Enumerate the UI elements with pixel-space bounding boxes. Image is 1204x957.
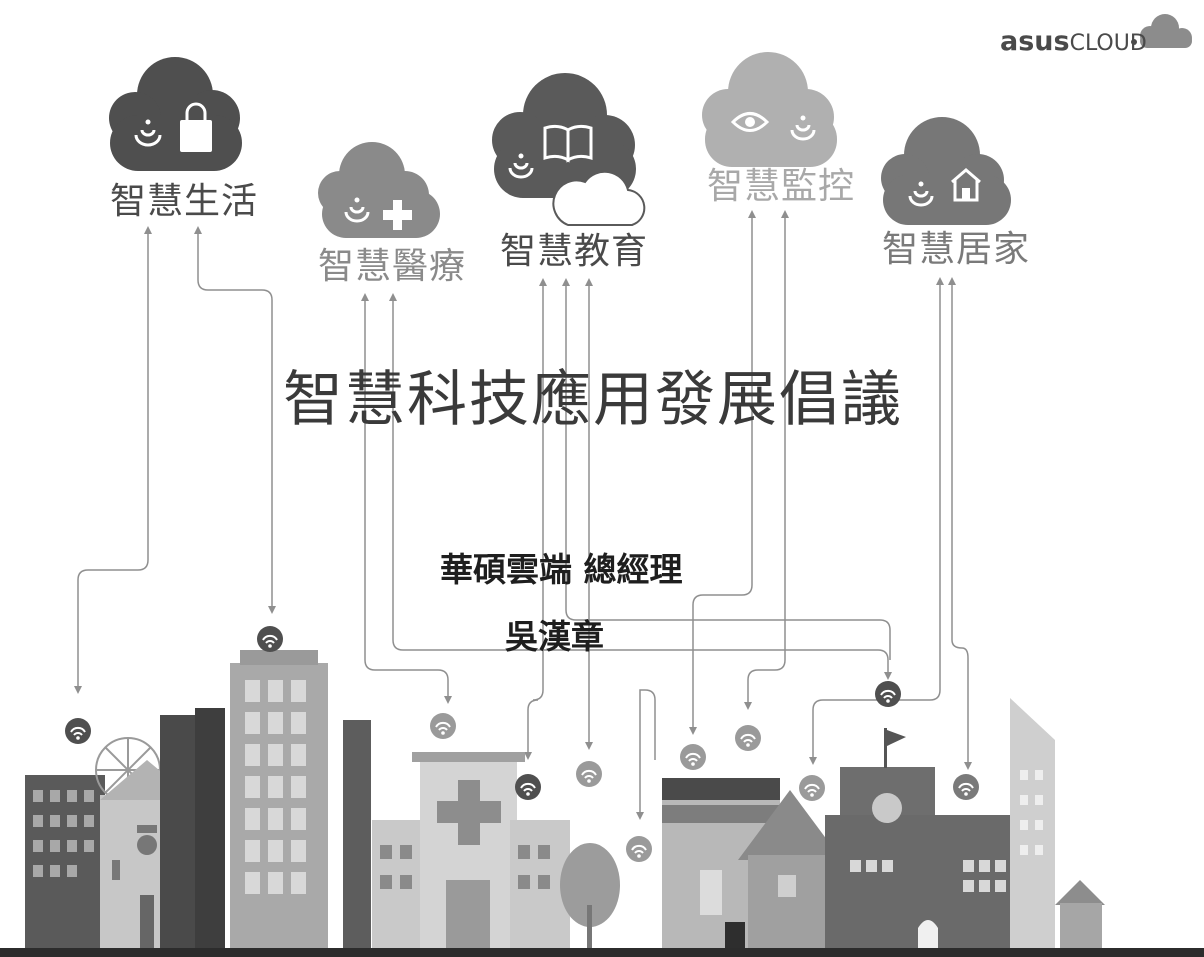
small-cloud-icon xyxy=(552,170,646,226)
label-smart-home: 智慧居家 xyxy=(882,229,1031,270)
label-smart-education: 智慧教育 xyxy=(500,231,649,272)
signal-icon xyxy=(134,119,162,147)
logo-brand-light: CLOUD xyxy=(1069,31,1147,56)
speaker-name: 吳漢章 xyxy=(505,617,604,656)
medical-cross-icon xyxy=(383,200,412,230)
speaker-title: 華碩雲端 總經理 xyxy=(440,550,683,589)
house-icon xyxy=(951,168,981,202)
connector-lines xyxy=(77,215,969,815)
cloud-smart-surveillance xyxy=(702,52,837,167)
label-smart-medical: 智慧醫療 xyxy=(318,246,467,287)
shopping-bag-icon xyxy=(180,102,212,152)
cloud-smart-education xyxy=(492,73,646,226)
logo-brand-bold: asus xyxy=(1000,26,1070,57)
buildings xyxy=(0,650,1204,957)
asuscloud-logo: asusCLOUD xyxy=(1000,22,1147,64)
slide-title: 智慧科技應用發展倡議 xyxy=(283,365,903,435)
cloud-smart-home xyxy=(881,117,1011,225)
cloud-smart-medical xyxy=(318,142,440,238)
book-icon xyxy=(543,124,593,163)
eye-icon xyxy=(730,112,770,132)
connector-arrowheads xyxy=(74,210,972,820)
label-smart-life: 智慧生活 xyxy=(110,181,259,222)
cloud-smart-life xyxy=(109,57,242,171)
logo-cloud-icon xyxy=(1131,14,1192,48)
label-smart-surveillance: 智慧監控 xyxy=(707,166,856,207)
